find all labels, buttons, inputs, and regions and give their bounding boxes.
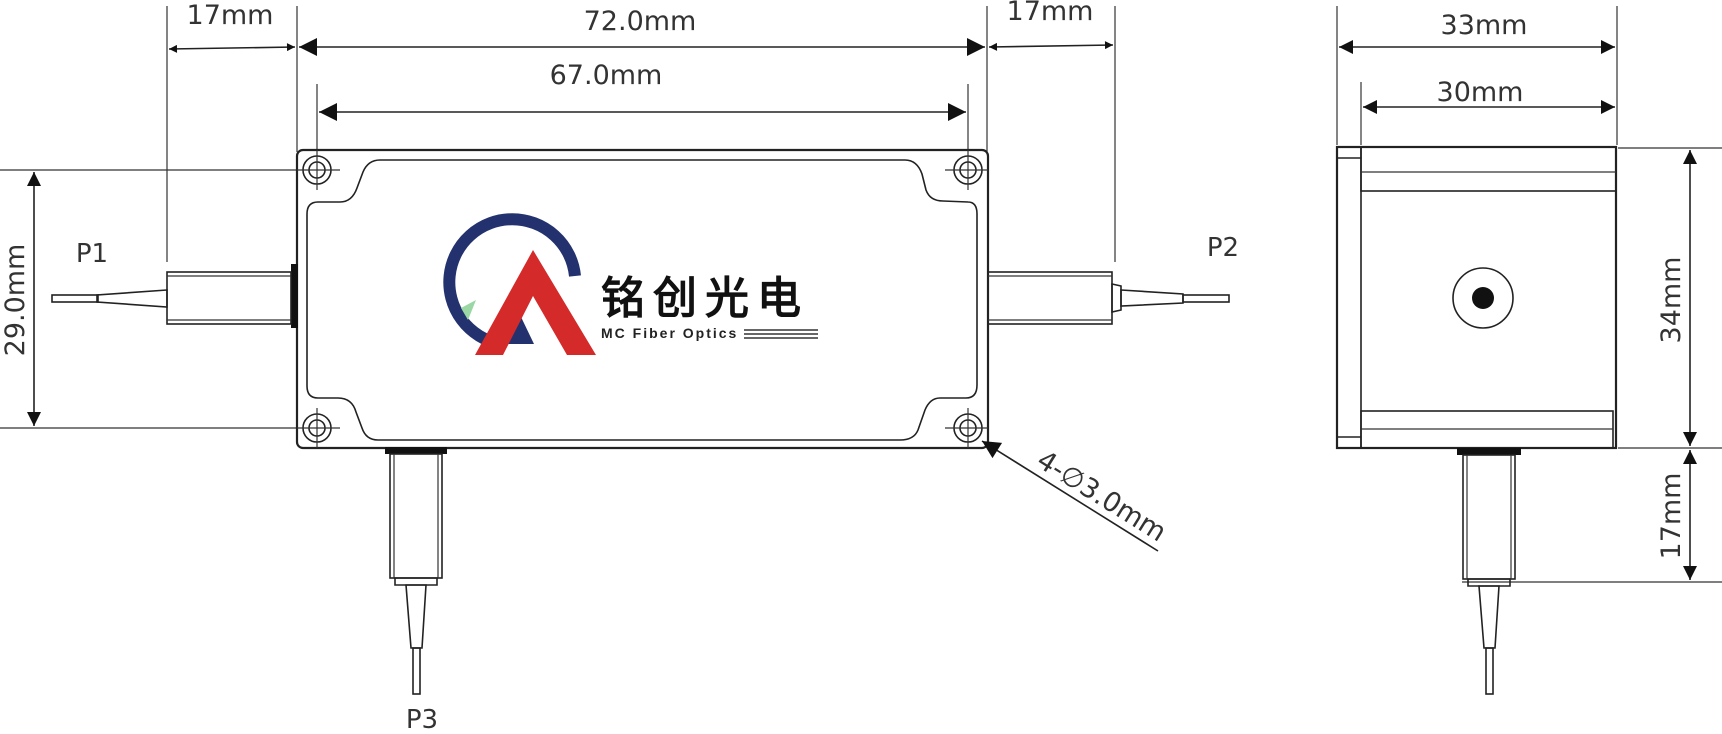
dimension-bottom-fiber: 17mm (1656, 450, 1697, 580)
dim-body-height-label: 29.0mm (0, 244, 31, 357)
side-top-rail (1360, 146, 1617, 192)
dim-side-inner-width-label: 30mm (1437, 77, 1524, 108)
device-housing-side-view (1335, 145, 1618, 450)
dim-side-height-label: 34mm (1656, 257, 1687, 344)
mc-logo-icon (443, 213, 596, 355)
port-p3-fiber: P3 (385, 447, 447, 734)
dim-right-fiber-label: 17mm (1007, 0, 1094, 27)
brand-english-name: MC Fiber Optics (601, 325, 738, 341)
mount-hole-top-left (297, 150, 340, 190)
brand-chinese-name: 铭创光电 (601, 273, 809, 324)
housing-inner-panel (306, 159, 978, 441)
dimension-right-fiber: 17mm (988, 0, 1114, 51)
side-port-p3-fiber (1457, 448, 1521, 695)
mount-hole-bottom-right (945, 408, 988, 448)
dim-hole-spacing-label: 67.0mm (550, 60, 663, 91)
dimension-side-height: 34mm (1656, 150, 1697, 446)
side-port-hole (1472, 287, 1494, 309)
mount-hole-note: 4-∅3.0mm (1031, 445, 1171, 549)
mount-hole-leader: 4-∅3.0mm (981, 440, 1172, 552)
dim-bottom-fiber-label: 17mm (1656, 473, 1687, 560)
top-view-extension-lines (0, 6, 1116, 429)
brand-underline-stripes (744, 329, 818, 339)
dim-side-width-label: 33mm (1441, 10, 1528, 41)
port-p2-label: P2 (1207, 233, 1239, 263)
dimension-body-length: 72.0mm (299, 6, 985, 56)
dimension-side-inner-width: 30mm (1363, 77, 1615, 114)
dim-left-fiber-label: 17mm (187, 0, 274, 31)
port-p3-label: P3 (406, 705, 438, 734)
side-port-ring (1452, 267, 1514, 329)
dimension-left-fiber: 17mm (168, 0, 296, 53)
mount-hole-top-right (945, 150, 988, 190)
dimension-hole-spacing: 67.0mm (319, 60, 966, 121)
dimension-body-height: 29.0mm (0, 172, 41, 426)
port-p1-label: P1 (76, 239, 108, 269)
port-p1-fiber: P1 (51, 239, 298, 328)
mount-hole-bottom-left (297, 408, 340, 448)
port-p2-fiber: P2 (987, 233, 1239, 325)
side-view-extension-lines (1336, 6, 1722, 583)
dim-body-length-label: 72.0mm (584, 6, 697, 37)
dimension-side-width: 33mm (1339, 10, 1615, 54)
